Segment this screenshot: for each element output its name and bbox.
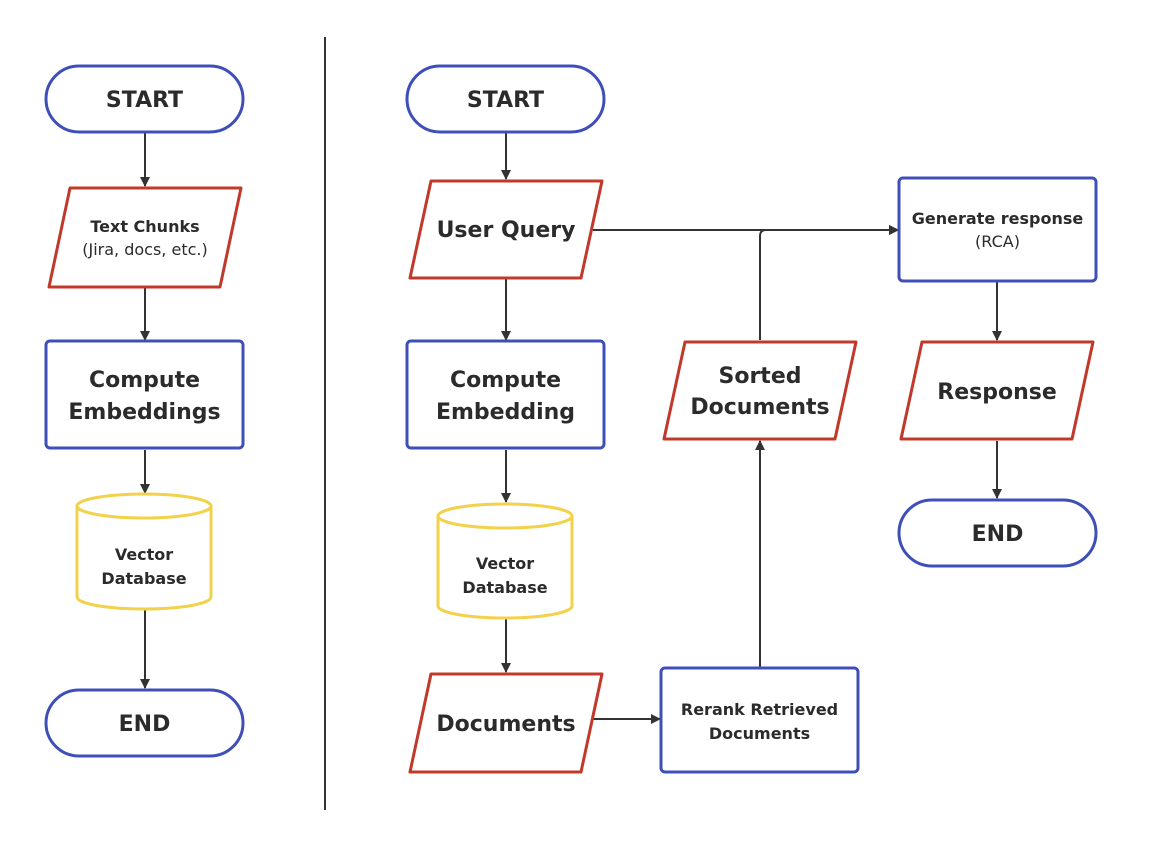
left-start-label: START xyxy=(106,88,183,113)
left-text-chunks-label: Text Chunks xyxy=(90,217,199,236)
left-text-chunks-input[interactable]: Text Chunks (Jira, docs, etc.) xyxy=(47,186,243,289)
rerank-process[interactable]: Rerank Retrieved Documents xyxy=(659,666,860,774)
user-query-input[interactable]: User Query xyxy=(408,179,604,280)
response-label: Response xyxy=(937,380,1057,405)
left-end-terminal[interactable]: END xyxy=(44,688,245,758)
sorted-label-line1: Sorted xyxy=(719,364,802,389)
right-db-label-line2: Database xyxy=(462,578,547,597)
compute-embedding-label-line1: Compute xyxy=(450,368,561,393)
right-start-terminal[interactable]: START xyxy=(405,64,606,134)
user-query-label: User Query xyxy=(437,218,576,243)
right-vector-database[interactable]: Vector Database xyxy=(436,502,574,620)
sorted-label-line2: Documents xyxy=(690,395,829,420)
left-end-label: END xyxy=(119,712,171,737)
edge-sorted-to-generate xyxy=(759,225,899,340)
left-text-chunks-sublabel: (Jira, docs, etc.) xyxy=(82,240,207,259)
left-vector-database[interactable]: Vector Database xyxy=(75,492,213,611)
documents-label: Documents xyxy=(436,712,575,737)
sorted-documents-output[interactable]: Sorted Documents xyxy=(662,340,858,441)
generate-response-process[interactable]: Generate response (RCA) xyxy=(897,176,1098,283)
right-start-label: START xyxy=(467,88,544,113)
left-db-label-line2: Database xyxy=(101,569,186,588)
generate-sublabel: (RCA) xyxy=(975,232,1020,251)
left-compute-label-line1: Compute xyxy=(89,368,200,393)
documents-output[interactable]: Documents xyxy=(408,672,604,774)
left-compute-embeddings-process[interactable]: Compute Embeddings xyxy=(44,339,245,450)
right-end-terminal[interactable]: END xyxy=(897,498,1098,568)
left-db-label-line1: Vector xyxy=(115,545,173,564)
right-end-label: END xyxy=(972,522,1024,547)
compute-embedding-process[interactable]: Compute Embedding xyxy=(405,339,606,450)
left-compute-label-line2: Embeddings xyxy=(68,400,220,425)
compute-embedding-label-line2: Embedding xyxy=(436,400,575,425)
rerank-label-line1: Rerank Retrieved xyxy=(681,700,838,719)
response-output[interactable]: Response xyxy=(899,340,1095,441)
generate-label: Generate response xyxy=(912,209,1084,228)
right-db-label-line1: Vector xyxy=(476,554,534,573)
left-start-terminal[interactable]: START xyxy=(44,64,245,134)
rerank-label-line2: Documents xyxy=(709,724,810,743)
